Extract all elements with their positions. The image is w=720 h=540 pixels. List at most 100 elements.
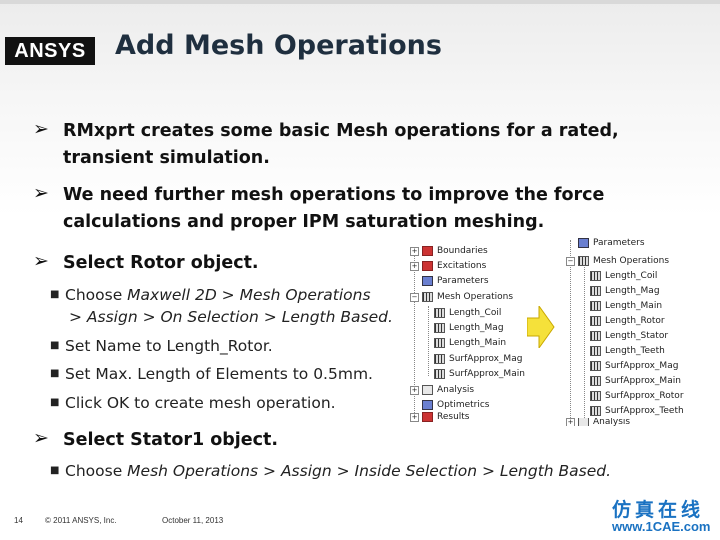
tree-item[interactable]: SurfApprox_Mag — [434, 352, 522, 366]
square-bullet-icon: ■ — [50, 289, 60, 300]
mesh-op-icon — [590, 301, 601, 311]
tree-item[interactable]: +Analysis — [566, 418, 630, 426]
mesh-op-icon — [590, 331, 601, 341]
page-number: 14 — [14, 516, 23, 525]
tree-item[interactable]: Length_Teeth — [590, 344, 665, 358]
mesh-op-icon — [590, 391, 601, 401]
analysis-icon — [578, 418, 589, 426]
footer-date: October 11, 2013 — [162, 516, 224, 525]
bullet-arrow-icon: ➢ — [33, 250, 49, 272]
tree-item[interactable]: Length_Coil — [434, 306, 501, 320]
rotor-step-2: ■ Set Name to Length_Rotor. — [50, 335, 273, 357]
parameters-icon — [578, 238, 589, 248]
step-text: Set Name to Length_Rotor. — [65, 337, 273, 355]
bullet-2-line2: calculations and proper IPM saturation m… — [63, 212, 545, 232]
bullet-3: ➢ Select Rotor object. — [33, 250, 259, 277]
tree-item[interactable]: Parameters — [422, 274, 489, 288]
watermark-title: 仿真在线 — [612, 499, 705, 521]
tree-item[interactable]: + Analysis — [410, 383, 474, 397]
square-bullet-icon: ■ — [50, 397, 60, 408]
menu-path: Mesh Operations > Assign > Inside Select… — [127, 462, 612, 480]
tree-label: Parameters — [593, 238, 645, 248]
slide-title: Add Mesh Operations — [115, 30, 442, 61]
tree-item[interactable]: + Boundaries — [410, 244, 488, 258]
tree-label: Length_Mag — [449, 323, 504, 333]
tree-item[interactable]: Length_Main — [434, 336, 506, 350]
excitations-icon — [422, 261, 433, 271]
tree-item[interactable]: SurfApprox_Main — [590, 374, 681, 388]
square-bullet-icon: ■ — [50, 340, 60, 351]
copyright: © 2011 ANSYS, Inc. — [45, 516, 117, 525]
tree-item[interactable]: Optimetrics — [422, 398, 490, 412]
collapse-icon[interactable]: − — [566, 256, 575, 266]
tree-item[interactable]: Length_Mag — [434, 321, 504, 335]
tree-item[interactable]: − Mesh Operations — [410, 290, 513, 304]
mesh-op-icon — [590, 286, 601, 296]
tree-item[interactable]: Parameters — [578, 238, 645, 248]
tree-label: Excitations — [437, 261, 487, 271]
menu-path-cont: > Assign > On Selection > Length Based. — [69, 308, 393, 326]
mesh-op-icon — [590, 361, 601, 371]
bullet-4-line1: Select Stator1 object. — [63, 430, 279, 450]
mesh-op-icon — [590, 316, 601, 326]
mesh-op-icon — [590, 406, 601, 416]
expand-icon[interactable]: + — [410, 246, 419, 256]
rotor-step-3: ■ Set Max. Length of Elements to 0.5mm. — [50, 363, 373, 385]
mesh-op-icon — [590, 271, 601, 281]
tree-label: Optimetrics — [437, 400, 490, 410]
bullet-4: ➢ Select Stator1 object. — [33, 427, 278, 454]
tree-label: SurfApprox_Mag — [449, 354, 523, 364]
tree-label: Boundaries — [437, 246, 488, 256]
tree-item[interactable]: Length_Coil — [590, 269, 657, 283]
tree-label: Parameters — [437, 276, 489, 286]
collapse-icon[interactable]: − — [410, 292, 419, 302]
boundaries-icon — [422, 246, 433, 256]
mesh-icon — [422, 292, 433, 302]
bullet-1: ➢ RMxprt creates some basic Mesh operati… — [33, 118, 619, 172]
top-border — [0, 0, 720, 4]
tree-item[interactable]: + Excitations — [410, 259, 486, 273]
tree-label: SurfApprox_Main — [605, 376, 681, 386]
tree-label: Mesh Operations — [593, 256, 670, 266]
step-text: Click OK to create mesh operation. — [65, 394, 336, 412]
bullet-3-line1: Select Rotor object. — [63, 253, 259, 273]
mesh-op-icon — [590, 376, 601, 386]
tree-item[interactable]: +Results — [410, 412, 470, 422]
tree-label: Length_Main — [449, 338, 507, 348]
bullet-2: ➢ We need further mesh operations to imp… — [33, 182, 604, 236]
expand-icon[interactable]: + — [410, 412, 419, 422]
tree-label: Length_Main — [605, 301, 663, 311]
tree-label: Length_Mag — [605, 286, 660, 296]
rotor-step-4: ■ Click OK to create mesh operation. — [50, 392, 336, 414]
bullet-arrow-icon: ➢ — [33, 427, 49, 449]
menu-path: Maxwell 2D > Mesh Operations — [127, 286, 371, 304]
bullet-1-line1: RMxprt creates some basic Mesh operation… — [63, 121, 619, 141]
tree-item[interactable]: SurfApprox_Teeth — [590, 404, 684, 418]
square-bullet-icon: ■ — [50, 368, 60, 379]
stator-step-1: ■ Choose Mesh Operations > Assign > Insi… — [50, 460, 611, 482]
tree-item[interactable]: SurfApprox_Mag — [590, 359, 678, 373]
square-bullet-icon: ■ — [50, 465, 60, 476]
analysis-icon — [422, 385, 433, 395]
tree-item[interactable]: SurfApprox_Rotor — [590, 389, 684, 403]
bullet-2-line1: We need further mesh operations to impro… — [63, 185, 605, 205]
tree-label: Analysis — [437, 385, 475, 395]
project-tree-after: Parameters −Mesh Operations Length_Coil … — [556, 238, 706, 426]
tree-item[interactable]: Length_Mag — [590, 284, 660, 298]
tree-item[interactable]: Length_Stator — [590, 329, 668, 343]
tree-item[interactable]: − Mesh Operations — [566, 254, 669, 268]
expand-icon[interactable]: + — [566, 418, 575, 426]
step-text: Set Max. Length of Elements to 0.5mm. — [65, 365, 373, 383]
expand-icon[interactable]: + — [410, 261, 419, 271]
expand-icon[interactable]: + — [410, 385, 419, 395]
tree-item[interactable]: Length_Main — [590, 299, 662, 313]
mesh-op-icon — [434, 338, 445, 348]
tree-label: Mesh Operations — [437, 292, 514, 302]
bullet-1-line2: transient simulation. — [63, 148, 270, 168]
bullet-arrow-icon: ➢ — [33, 118, 49, 140]
tree-item[interactable]: Length_Rotor — [590, 314, 665, 328]
right-arrow-icon — [527, 306, 555, 348]
tree-item[interactable]: SurfApprox_Main — [434, 367, 525, 381]
tree-label: Length_Coil — [605, 271, 658, 281]
tree-label: SurfApprox_Teeth — [605, 406, 684, 416]
